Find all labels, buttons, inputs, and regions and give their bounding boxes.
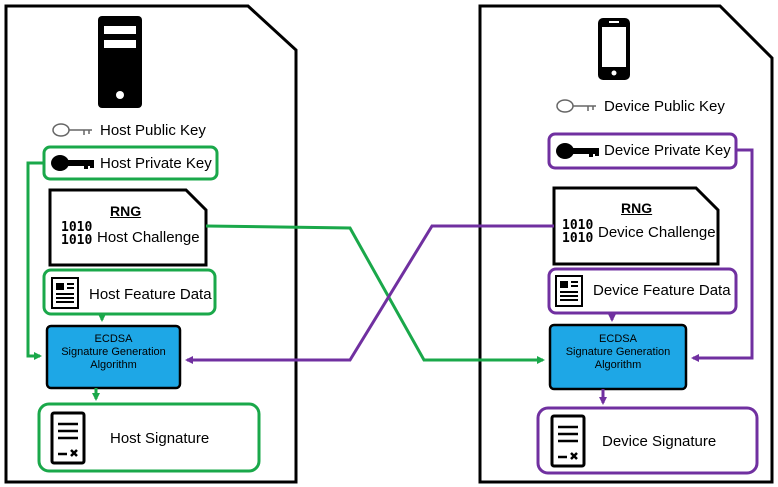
host-ecdsa-line3: Algorithm [90, 359, 137, 371]
host-signature-label: Host Signature [110, 430, 210, 447]
device-signature-icon [550, 414, 586, 468]
host-signature-icon [50, 411, 86, 465]
device-challenge-label: Device Challenge [598, 224, 716, 241]
device-ecdsa-line1: ECDSA [599, 333, 637, 345]
device-public-key-icon [556, 99, 596, 113]
host-ecdsa-label: ECDSA Signature Generation Algorithm [47, 333, 180, 372]
host-signature-box [37, 402, 261, 473]
smartphone-icon [598, 18, 630, 80]
host-challenge-box [48, 188, 208, 267]
host-private-key-icon [51, 155, 94, 171]
device-ecdsa-line2: Signature Generation [565, 346, 671, 358]
device-private-key-label: Device Private Key [604, 142, 731, 159]
device-binary-glyph: 1010 1010 [562, 218, 594, 246]
host-flow-lines [26, 161, 545, 401]
host-feature-data-box [42, 268, 217, 316]
device-public-key-label: Device Public Key [604, 98, 725, 115]
host-private-key-label: Host Private Key [100, 155, 212, 172]
host-public-key-label: Host Public Key [100, 122, 206, 139]
host-rng-label: RNG [110, 203, 142, 219]
device-signature-label: Device Signature [602, 433, 717, 450]
host-feature-data-icon [51, 277, 79, 309]
host-challenge-label: Host Challenge [97, 229, 200, 246]
device-rng-label: RNG [621, 200, 653, 216]
device-feature-data-box [547, 267, 738, 315]
device-private-key-icon [556, 143, 599, 159]
device-signature-box [536, 406, 759, 475]
server-tower-icon [98, 16, 142, 108]
host-public-key-icon [52, 123, 92, 137]
host-feature-data-label: Host Feature Data [89, 286, 212, 303]
device-ecdsa-label: ECDSA Signature Generation Algorithm [550, 333, 686, 372]
device-flow-lines [185, 148, 754, 405]
host-ecdsa-box [45, 324, 182, 390]
device-challenge-box [552, 186, 720, 266]
device-ecdsa-line3: Algorithm [594, 359, 642, 371]
host-binary-glyph: 1010 1010 [61, 220, 93, 248]
host-ecdsa-line2: Signature Generation [61, 346, 166, 358]
host-ecdsa-line1: ECDSA [94, 333, 133, 345]
device-feature-data-icon [555, 275, 583, 307]
device-feature-data-label: Device Feature Data [593, 282, 731, 299]
device-ecdsa-box [548, 323, 688, 391]
